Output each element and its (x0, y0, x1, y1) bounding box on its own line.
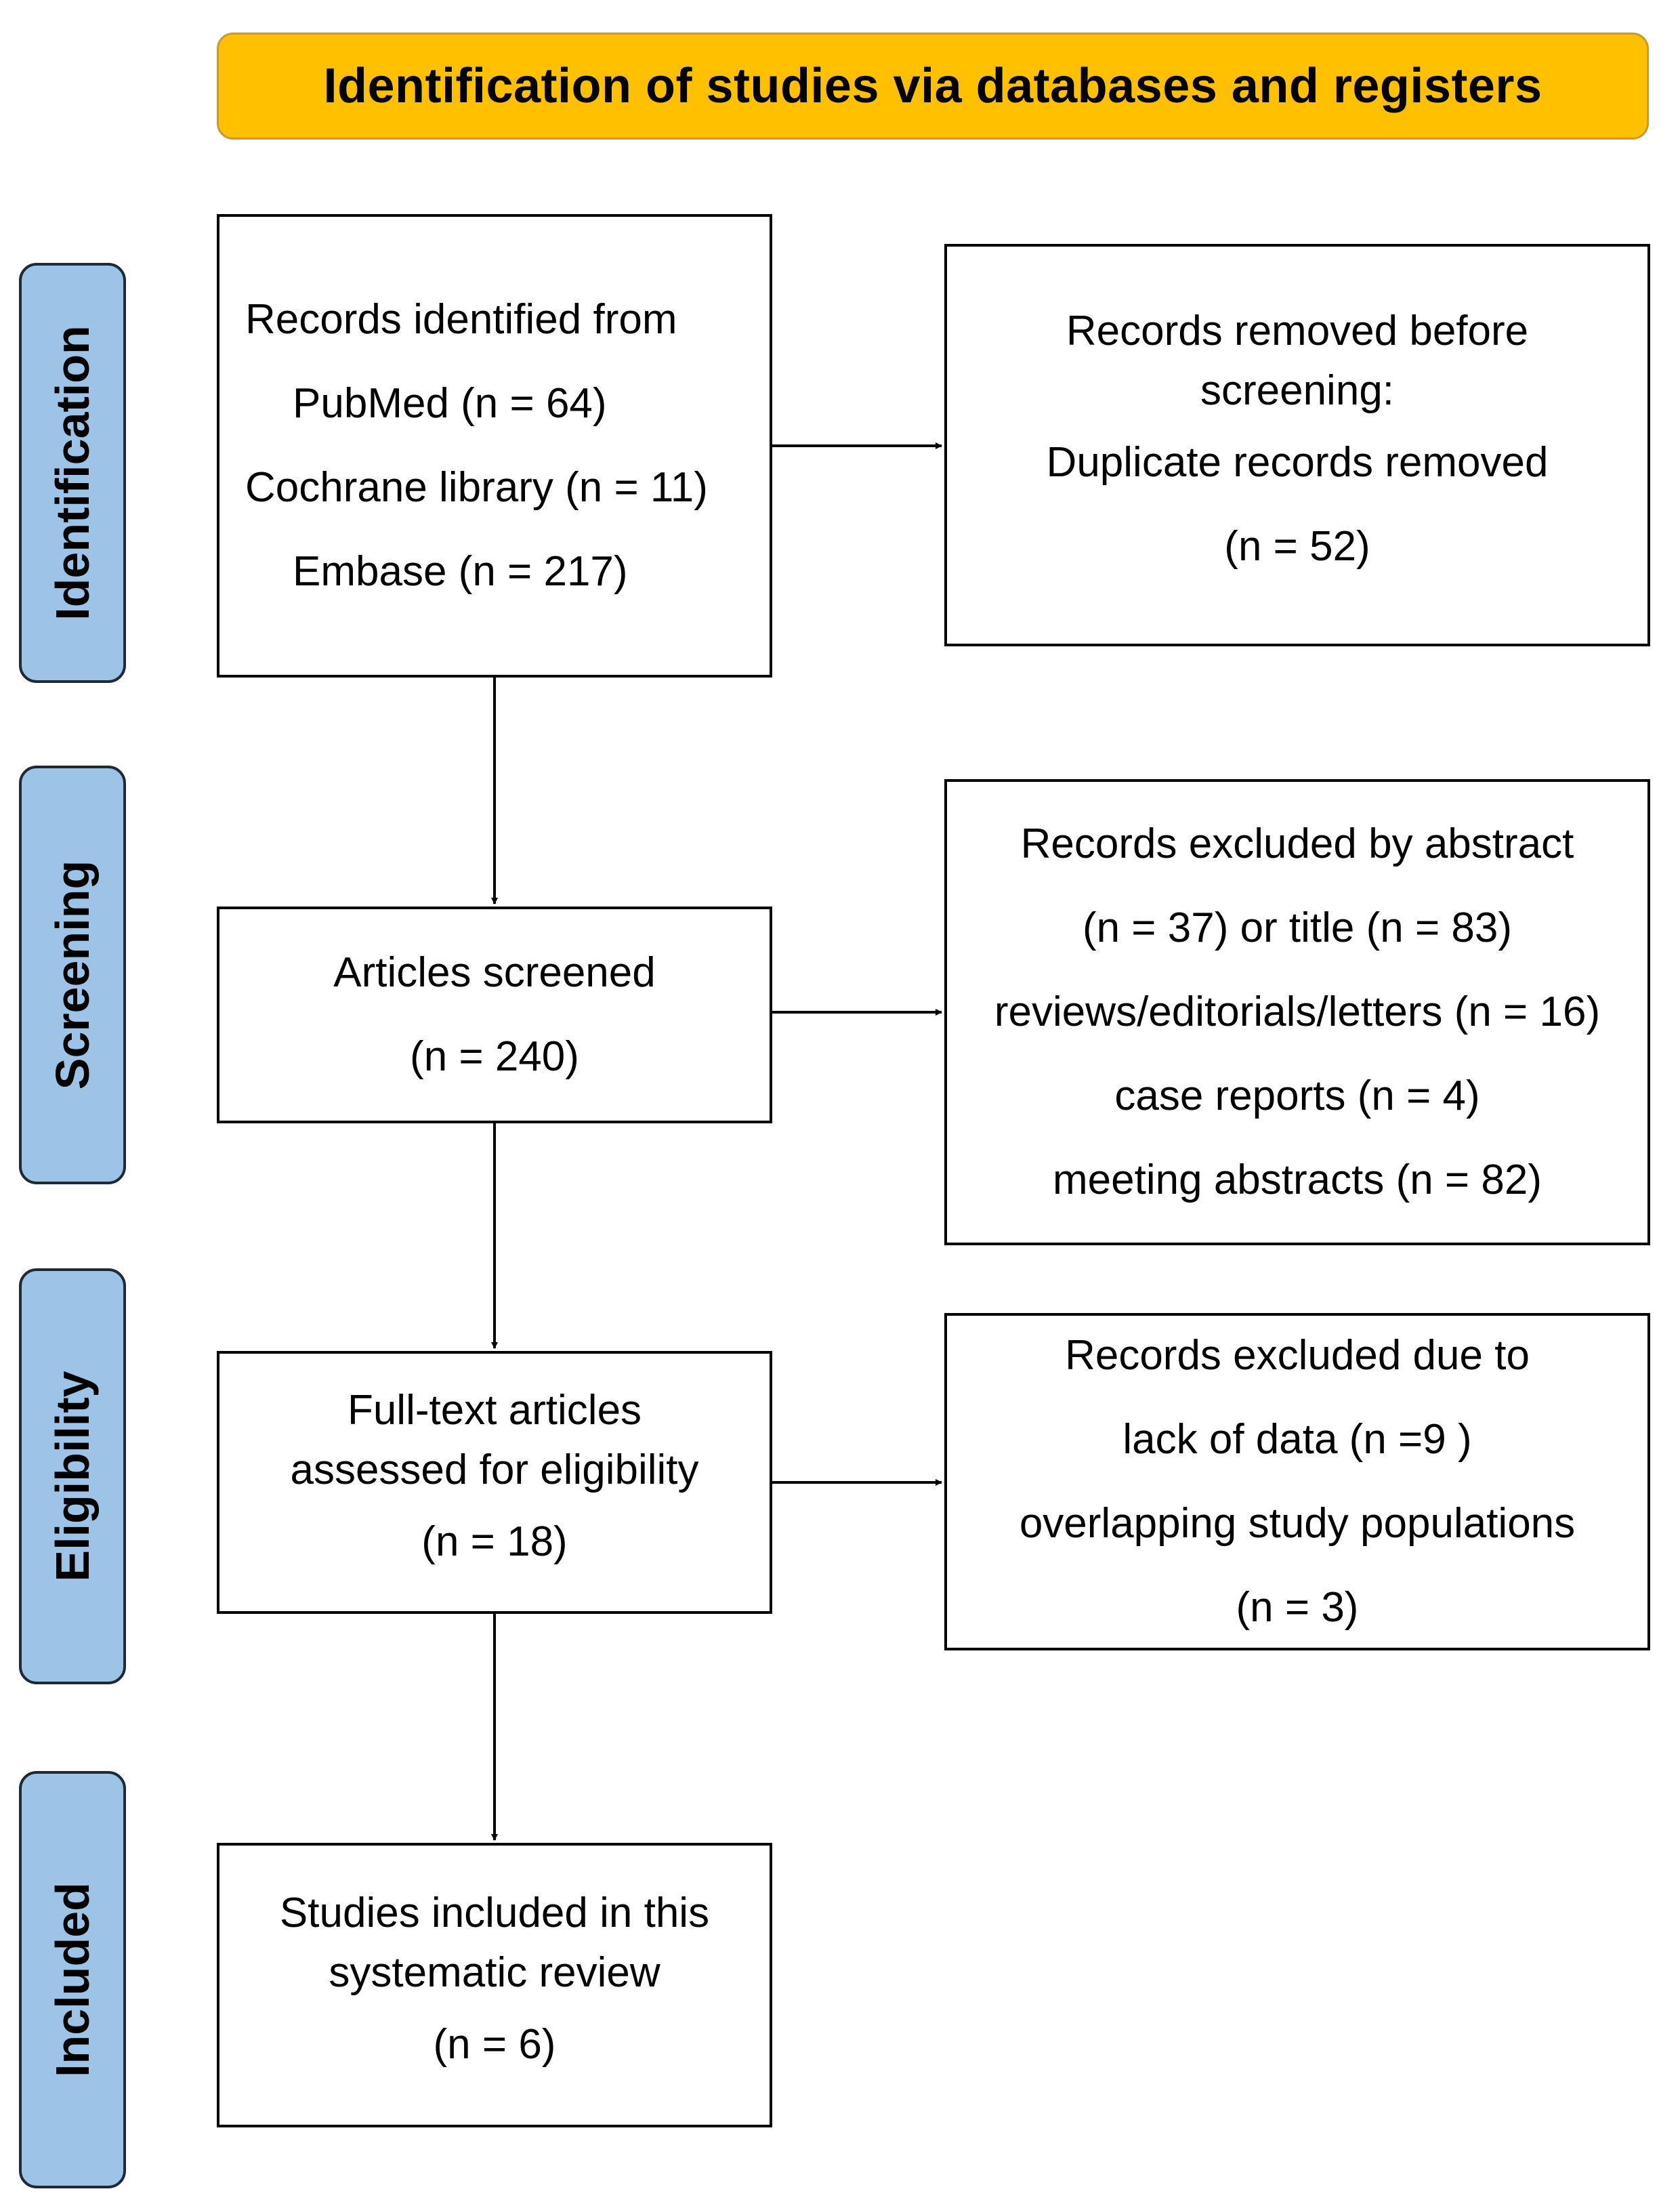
records-identified-box: Records identified from PubMed (n = 64) … (217, 214, 772, 678)
articles-screened-box: Articles screened (n = 240) (217, 907, 772, 1123)
excluded-case-reports-count: case reports (n = 4) (1114, 1073, 1480, 1119)
records-identified-heading: Records identified from (245, 296, 677, 343)
excluded-lack-of-data: lack of data (n =9 ) (1122, 1416, 1472, 1463)
header-banner: Identification of studies via databases … (217, 33, 1649, 140)
full-text-box: Full-text articles assessed for eligibil… (217, 1351, 772, 1614)
studies-included-box: Studies included in this systematic revi… (217, 1843, 772, 2127)
records-removed-box: Records removed before screening: Duplic… (944, 244, 1650, 646)
articles-screened-count: (n = 240) (410, 1033, 579, 1080)
pubmed-count: PubMed (n = 64) (293, 380, 607, 427)
excluded-data-heading: Records excluded due to (1065, 1332, 1530, 1379)
duplicates-removed-label: Duplicate records removed (1046, 439, 1549, 486)
header-title: Identification of studies via databases … (323, 59, 1542, 113)
full-text-line1: Full-text articles (347, 1387, 642, 1434)
excluded-reviews-count: reviews/editorials/letters (n = 16) (994, 988, 1601, 1035)
excluded-abstract-heading: Records excluded by abstract (1020, 820, 1574, 867)
studies-included-line1: Studies included in this (279, 1890, 710, 1936)
stage-screening: Screening (19, 766, 126, 1184)
excluded-meeting-abstracts-count: meeting abstracts (n = 82) (1053, 1157, 1542, 1203)
records-excluded-data-box: Records excluded due to lack of data (n … (944, 1313, 1650, 1650)
excluded-abstract-title-count: (n = 37) or title (n = 83) (1082, 904, 1513, 951)
full-text-count: (n = 18) (421, 1518, 568, 1565)
studies-included-line2: systematic review (329, 1949, 660, 1996)
embase-count: Embase (n = 217) (293, 548, 628, 595)
full-text-line2: assessed for eligibility (290, 1447, 699, 1493)
duplicates-removed-count: (n = 52) (1224, 523, 1370, 570)
records-removed-line2: screening: (1200, 367, 1395, 414)
excluded-overlapping-count: (n = 3) (1236, 1584, 1359, 1631)
stage-included: Included (19, 1771, 126, 2188)
studies-included-count: (n = 6) (433, 2021, 556, 2068)
stage-eligibility: Eligibility (19, 1268, 126, 1684)
records-excluded-abstract-box: Records excluded by abstract (n = 37) or… (944, 779, 1650, 1245)
articles-screened-label: Articles screened (333, 949, 656, 996)
excluded-overlapping-label: overlapping study populations (1019, 1500, 1576, 1547)
records-removed-line1: Records removed before (1066, 308, 1529, 354)
cochrane-count: Cochrane library (n = 11) (245, 464, 708, 511)
stage-identification: Identification (19, 263, 126, 683)
